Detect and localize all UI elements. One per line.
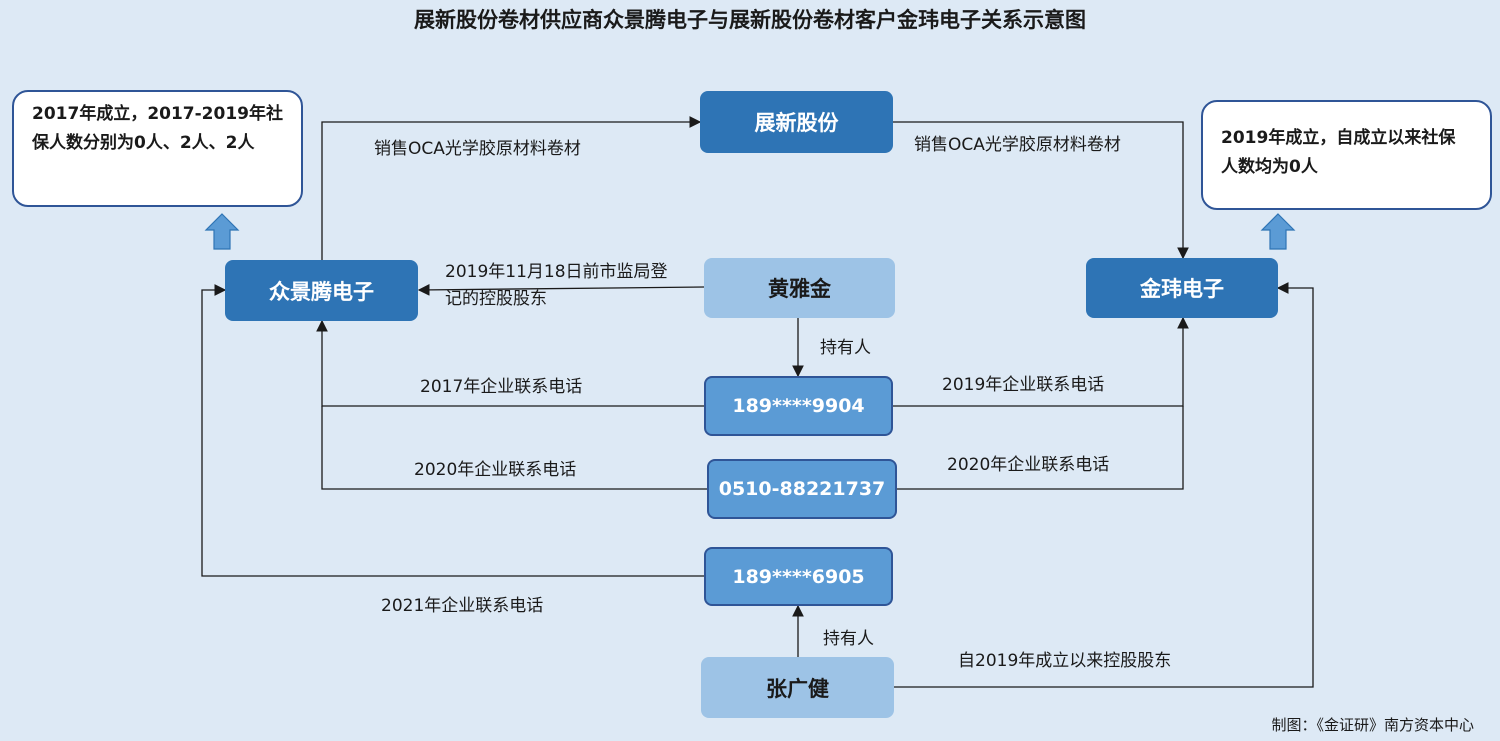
label-phone-2017: 2017年企业联系电话 bbox=[420, 377, 583, 397]
label-phone-2020-right: 2020年企业联系电话 bbox=[947, 455, 1110, 475]
edge-zhanxin-to-jinwei bbox=[893, 121, 1189, 260]
node-jinwei: 金玮电子 bbox=[1086, 258, 1278, 318]
node-huangyajin: 黄雅金 bbox=[704, 258, 895, 318]
label-sell-to-jinwei: 销售OCA光学胶原材料卷材 bbox=[914, 135, 1121, 155]
info-box-zhongjingteng: 2017年成立，2017-2019年社保人数分别为0人、2人、2人 bbox=[12, 90, 303, 207]
edge-zhangguangjian-to-jinwei bbox=[893, 282, 1314, 688]
label-controlling-since-2019: 自2019年成立以来控股股东 bbox=[958, 651, 1172, 671]
label-phone-2021: 2021年企业联系电话 bbox=[381, 596, 544, 616]
info-box-jinwei: 2019年成立，自成立以来社保人数均为0人 bbox=[1201, 100, 1492, 210]
edge-huangyajin-to-zhongjingteng bbox=[417, 284, 705, 296]
label-phone-2019: 2019年企业联系电话 bbox=[942, 375, 1105, 395]
edge-landline-to-zhongjingteng bbox=[321, 406, 707, 490]
label-holder-9904: 持有人 bbox=[820, 338, 871, 358]
node-phone-9904: 189****9904 bbox=[704, 376, 893, 436]
edge-landline-to-jinwei bbox=[897, 406, 1184, 490]
node-zhongjingteng: 众景腾电子 bbox=[225, 260, 418, 321]
label-phone-2020-left: 2020年企业联系电话 bbox=[414, 460, 577, 480]
up-arrow-right bbox=[1260, 213, 1296, 250]
label-holder-6905: 持有人 bbox=[823, 629, 874, 649]
up-arrow-left bbox=[204, 213, 240, 250]
node-zhangguangjian: 张广健 bbox=[701, 657, 894, 718]
diagram-title: 展新股份卷材供应商众景腾电子与展新股份卷材客户金玮电子关系示意图 bbox=[414, 8, 1086, 32]
edge-phone-6905-to-zhongjingteng bbox=[201, 284, 704, 577]
credit-text: 制图：《金证研》南方资本中心 bbox=[1271, 716, 1474, 734]
edge-zhongjingteng-to-zhanxin bbox=[321, 116, 702, 260]
node-phone-6905: 189****6905 bbox=[704, 547, 893, 606]
node-zhanxin: 展新股份 bbox=[700, 91, 893, 153]
label-controlling-shareholder-2019: 2019年11月18日前市监局登记的控股股东 bbox=[445, 262, 668, 310]
node-phone-landline: 0510-88221737 bbox=[707, 459, 897, 519]
label-sell-to-zhanxin: 销售OCA光学胶原材料卷材 bbox=[374, 139, 581, 159]
